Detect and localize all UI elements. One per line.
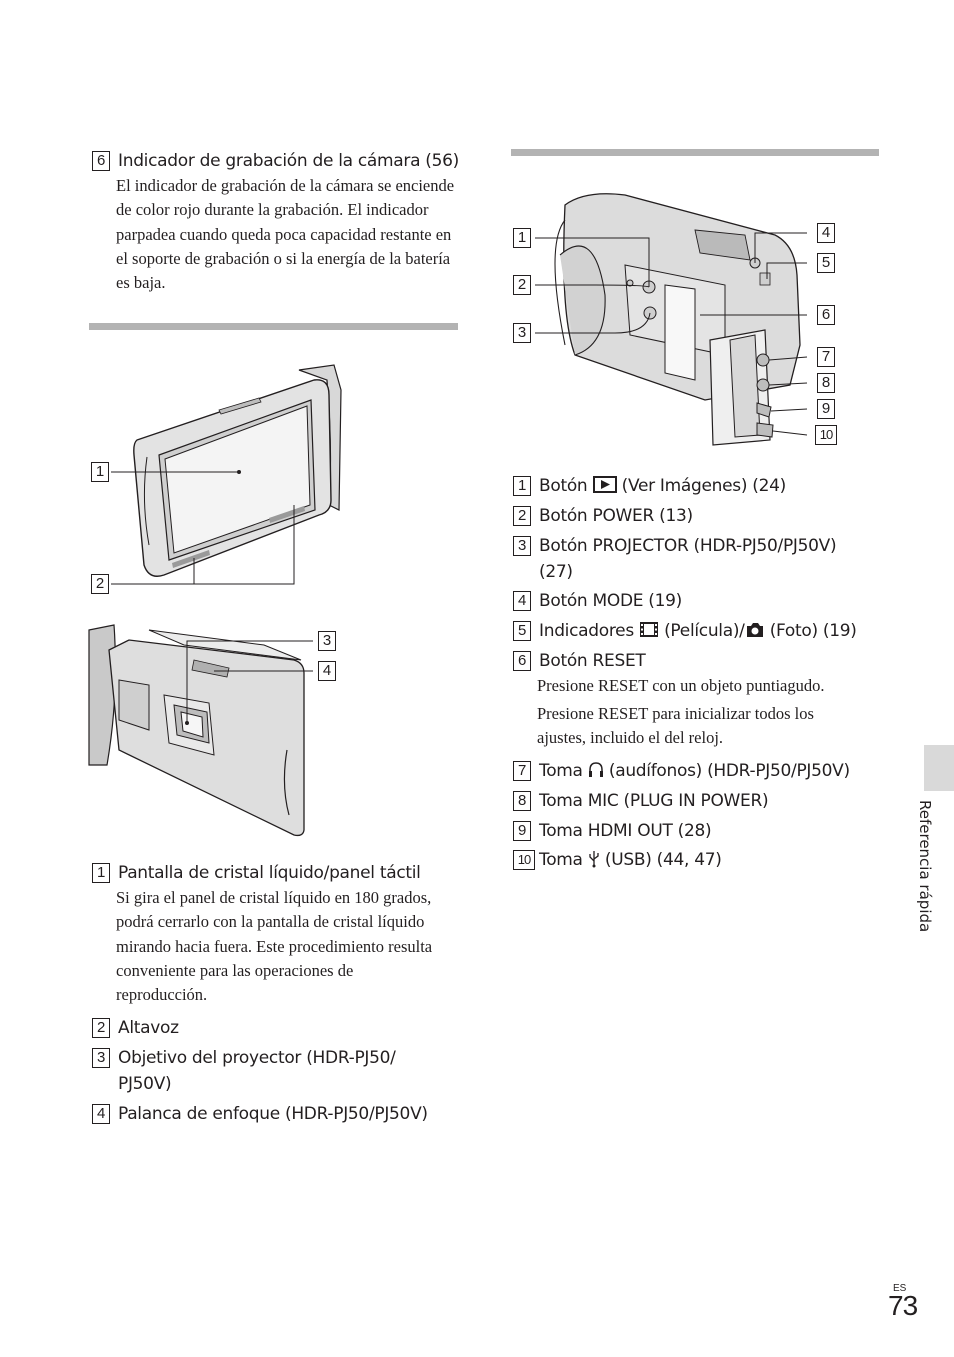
sidebar-label: Referencia rápida (916, 800, 934, 933)
top-item: 6 Indicador de grabación de la cámara (5… (92, 148, 462, 174)
language-code: ES (893, 1283, 907, 1294)
item-body: Presione RESET para inicializar todos lo… (537, 704, 814, 748)
item-body: El indicador de grabación de la cámara s… (116, 176, 455, 293)
list-item: 3 Botón PROJECTOR (HDR-PJ50/PJ50V) (27) (513, 533, 858, 585)
callout-4: 4 (817, 223, 835, 243)
play-icon (592, 476, 617, 493)
list-item: 5 Indicadores (Película)/ (Foto) (19) (513, 618, 893, 644)
callout-8: 8 (817, 373, 835, 393)
headphones-icon (588, 762, 603, 777)
callout-6: 6 (817, 305, 835, 325)
page-number: 73 (888, 1290, 918, 1321)
item-number: 6 (92, 151, 110, 171)
film-icon (640, 622, 658, 637)
callout-2: 2 (91, 574, 109, 594)
callout-1: 1 (91, 462, 109, 482)
list-item: 4 Botón MODE (19) (513, 588, 883, 614)
list-item: 6 Botón RESET (513, 648, 883, 674)
callout-10: 10 (815, 425, 837, 445)
projector-side-illustration (88, 624, 313, 837)
list-item: 1 Botón (Ver Imágenes) (24) (513, 473, 883, 499)
list-item: 4 Palanca de enfoque (HDR-PJ50/PJ50V) (92, 1101, 462, 1127)
callout-3: 3 (318, 631, 336, 651)
callout-9: 9 (817, 399, 835, 419)
list-item: 8 Toma MIC (PLUG IN POWER) (513, 788, 883, 814)
list-item: 3 Objetivo del proyector (HDR-PJ50/ PJ50… (92, 1045, 422, 1097)
section-bar-left (89, 323, 458, 330)
list-item: 10 Toma (USB) (44, 47) (513, 847, 883, 873)
list-item: 2 Altavoz (92, 1015, 462, 1041)
list-item: 2 Botón POWER (13) (513, 503, 883, 529)
item-body: Si gira el panel de cristal líquido en 1… (116, 888, 433, 1005)
list-item: 1 Pantalla de cristal líquido/panel táct… (92, 860, 462, 886)
callout-4: 4 (318, 661, 336, 681)
callout-5: 5 (817, 253, 835, 273)
callout-3: 3 (513, 323, 531, 343)
section-tab (924, 745, 954, 791)
callout-1: 1 (513, 228, 531, 248)
camcorder-open-illustration (535, 193, 808, 446)
callout-7: 7 (817, 347, 835, 367)
camera-icon (746, 623, 763, 637)
item-title: Indicador de grabación de la cámara (56) (118, 151, 460, 171)
usb-icon (589, 851, 599, 868)
list-item: 9 Toma HDMI OUT (28) (513, 818, 883, 844)
section-bar-right (511, 149, 879, 156)
callout-2: 2 (513, 275, 531, 295)
list-item: 7 Toma (audífonos) (HDR-PJ50/PJ50V) (513, 758, 893, 784)
item-body: Presione RESET con un objeto puntiagudo. (537, 676, 825, 695)
lcd-panel-illustration (111, 364, 342, 585)
